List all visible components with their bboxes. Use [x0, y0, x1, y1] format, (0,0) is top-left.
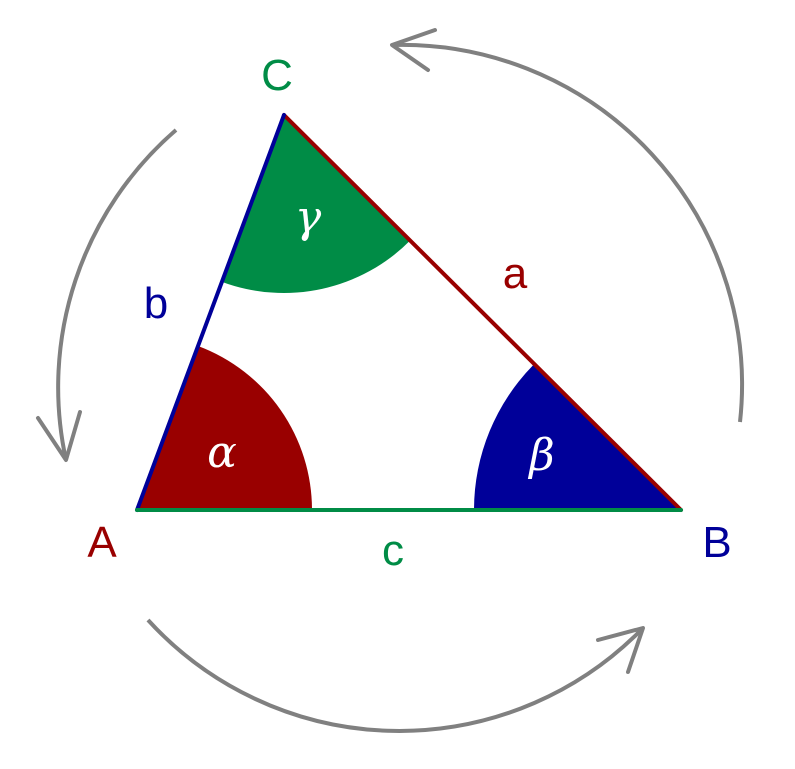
side-a-label: a [503, 249, 528, 298]
vertex-c-label: C [261, 51, 293, 100]
angle-beta-label: β [527, 430, 554, 481]
side-b-line [135, 113, 286, 512]
arrow-left-arc-head [36, 410, 82, 462]
vertex-a-label: A [87, 518, 117, 567]
angle-gamma-label: γ [295, 192, 322, 243]
angle-alpha-sector [137, 345, 312, 510]
vertex-b-label: B [702, 518, 731, 567]
angle-alpha-label: α [207, 427, 237, 478]
arrow-left-arc [56, 128, 178, 461]
side-c-label: c [382, 526, 404, 575]
arrow-bottom-arc [146, 618, 645, 733]
arrow-right-arc [391, 42, 744, 423]
arrow-bottom-arc-head [596, 626, 645, 674]
side-a-line [282, 113, 683, 512]
angle-beta-sector [474, 363, 681, 510]
side-b-label: b [144, 279, 168, 328]
arrow-right-arc-head [390, 28, 437, 72]
